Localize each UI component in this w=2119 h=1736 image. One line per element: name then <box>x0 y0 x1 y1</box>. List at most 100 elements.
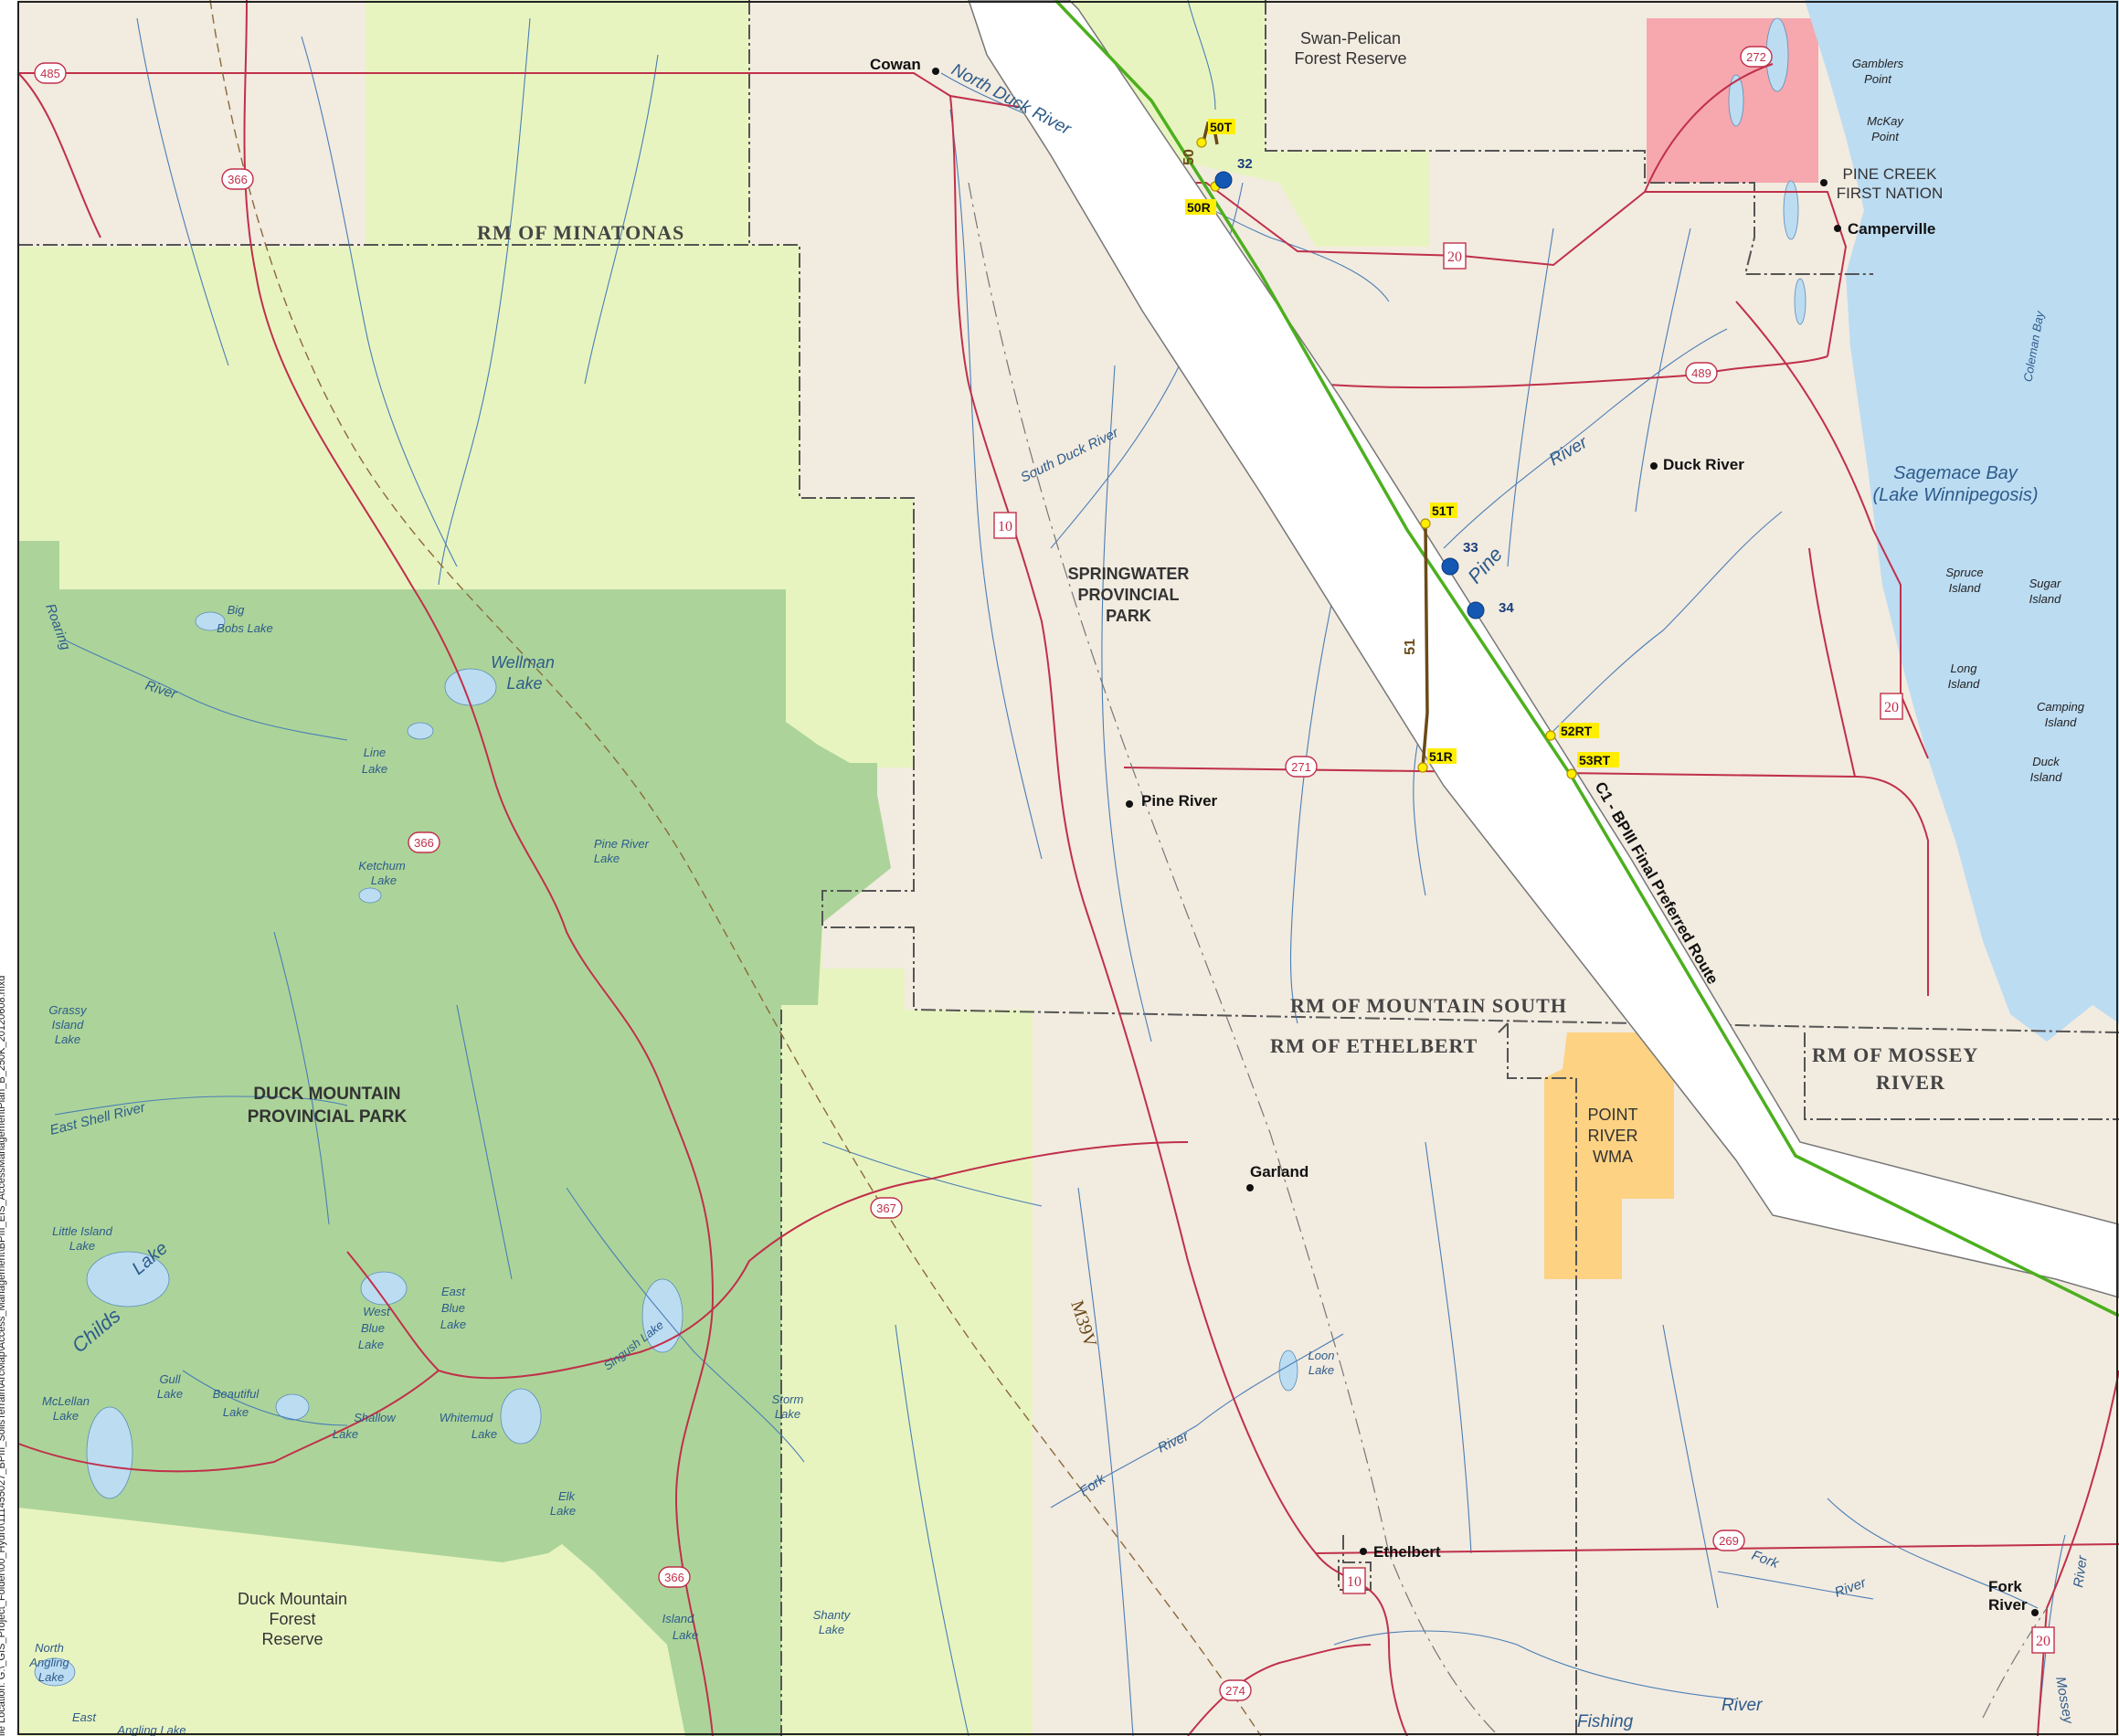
long-2: Island <box>1948 677 1980 691</box>
ketchum-2: Lake <box>371 873 397 887</box>
ap-53rt: 53RT <box>1579 753 1611 767</box>
storm-1: Storm <box>772 1392 804 1406</box>
hwy-367: 367 <box>876 1201 896 1215</box>
pine-creek-2: FIRST NATION <box>1837 185 1944 202</box>
gull-2: Lake <box>157 1387 183 1401</box>
sagemace-1: Sagemace Bay <box>1893 463 2018 483</box>
camping-1: Camping <box>2037 700 2085 714</box>
big-bobs-2: Bobs Lake <box>217 621 272 635</box>
mossey-river-label: River <box>2071 1554 2091 1589</box>
loon-1: Loon <box>1308 1349 1335 1362</box>
fork-label: Fork <box>1988 1578 2022 1595</box>
ap-51t: 51T <box>1432 503 1455 518</box>
preferred-route-line <box>1054 0 2119 1318</box>
hwy-485: 485 <box>40 67 60 80</box>
site-points <box>1214 171 1485 619</box>
rm-mossey-river: RIVER <box>1876 1071 1945 1094</box>
duck-forest-3: Reserve <box>261 1630 323 1648</box>
beautiful-2: Lake <box>223 1405 249 1419</box>
storm-2: Lake <box>775 1407 800 1421</box>
access-point-labels: 50T 50R 51T 51R 52RT 53RT <box>1185 119 1619 767</box>
hwy-20-c: 20 <box>2036 1634 2050 1649</box>
hwy-20-b: 20 <box>1884 700 1899 715</box>
file-path-label: ile Location: G:\_GIS_Project_Folder\00_… <box>0 975 7 1736</box>
hwy-20-a: 20 <box>1447 249 1462 265</box>
cowan-label: Cowan <box>870 56 921 73</box>
shallow-1: Shallow <box>354 1411 397 1424</box>
rm-mountain-south: RM OF MOUNTAIN SOUTH <box>1290 994 1567 1017</box>
hwy-10-a: 10 <box>998 519 1012 535</box>
springwater-3: PARK <box>1106 607 1151 625</box>
north-angling-1: North <box>35 1641 64 1655</box>
shanty-2: Lake <box>819 1623 844 1636</box>
hwy-366-c: 366 <box>664 1571 684 1584</box>
hwy-10-b: 10 <box>1347 1574 1361 1590</box>
duck-island-2: Island <box>2030 770 2062 784</box>
grassy-2: Island <box>52 1018 84 1032</box>
line-2: Lake <box>362 762 387 776</box>
site-34: 34 <box>1499 600 1514 616</box>
highway-shields: 485 366 366 366 10 10 20 20 <box>34 46 2055 1701</box>
duck-river-label: Duck River <box>1663 456 1744 473</box>
camperville-label: Camperville <box>1848 220 1935 238</box>
ap-52rt: 52RT <box>1561 724 1593 738</box>
agricultural-strip <box>18 0 366 247</box>
whitemud-1: Whitemud <box>440 1411 493 1424</box>
garland-label: Garland <box>1250 1163 1308 1180</box>
gamblers-2: Point <box>1864 72 1892 86</box>
little-island-2: Lake <box>69 1239 95 1253</box>
fishing-river: River <box>1722 1696 1763 1715</box>
ap-50r: 50R <box>1187 200 1211 215</box>
abandoned-rail <box>968 182 1499 1736</box>
grassy-1: Grassy <box>48 1003 88 1017</box>
rivers <box>54 0 2066 1736</box>
mclellan-1: McLellan <box>42 1394 90 1408</box>
point-river-1: POINT <box>1587 1106 1637 1124</box>
island-lake-2: Lake <box>673 1628 698 1642</box>
spruce-2: Island <box>1949 581 1981 595</box>
west-blue-1: West <box>363 1305 391 1318</box>
east-blue-2: Blue <box>441 1301 465 1315</box>
east-blue-1: East <box>441 1285 466 1298</box>
sugar-1: Sugar <box>2029 577 2061 590</box>
camping-2: Island <box>2045 715 2077 729</box>
site-32: 32 <box>1237 156 1253 172</box>
hwy-489: 489 <box>1691 366 1711 380</box>
sugar-2: Island <box>2029 592 2061 606</box>
community-labels: Cowan Camperville Duck River Pine River … <box>870 56 2028 1614</box>
north-angling-3: Lake <box>38 1670 64 1684</box>
municipal-boundaries <box>18 0 2119 1736</box>
line-1: Line <box>364 746 387 759</box>
elk-1: Elk <box>558 1489 577 1503</box>
little-island-1: Little Island <box>52 1224 113 1238</box>
east-blue-3: Lake <box>440 1318 466 1331</box>
pine-creek-1: PINE CREEK <box>1843 165 1938 183</box>
sagemace-2: (Lake Winnipegosis) <box>1872 485 2038 505</box>
small-lakes <box>34 17 1806 1687</box>
shallow-2: Lake <box>333 1427 358 1441</box>
gull-1: Gull <box>159 1372 181 1386</box>
pine-river-label: Pine River <box>1141 792 1218 810</box>
site-labels: 32 33 34 <box>1237 156 1514 616</box>
swan-pelican-1: Swan-Pelican <box>1300 29 1401 48</box>
municipality-labels: RM OF MINATONAS RM OF MOUNTAIN SOUTH RM … <box>477 221 1977 1094</box>
point-river-2: RIVER <box>1587 1127 1637 1145</box>
mclellan-2: Lake <box>53 1409 79 1423</box>
duck-mountain-2: PROVINCIAL PARK <box>248 1107 408 1127</box>
access-points <box>1196 137 1577 779</box>
swan-pelican-2: Forest Reserve <box>1294 49 1406 68</box>
rail-line <box>209 0 1262 1736</box>
trail-51: 51 <box>1403 639 1418 655</box>
north-angling-2: Angling <box>28 1656 69 1669</box>
hwy-274: 274 <box>1225 1684 1245 1698</box>
lake-winnipegosis <box>1805 0 2119 1042</box>
pine-river-lake-1: Pine River <box>594 837 650 851</box>
east-angling-2: Angling Lake <box>116 1723 185 1736</box>
fork-river-label: River <box>1988 1596 2028 1614</box>
ethelbert-label: Ethelbert <box>1373 1543 1441 1561</box>
duck-forest-2: Forest <box>269 1610 315 1628</box>
point-river-wma <box>1544 1032 1674 1279</box>
map-frame <box>17 1 2118 1735</box>
hwy-366-a: 366 <box>228 173 248 186</box>
spruce-1: Spruce <box>1945 566 1983 579</box>
